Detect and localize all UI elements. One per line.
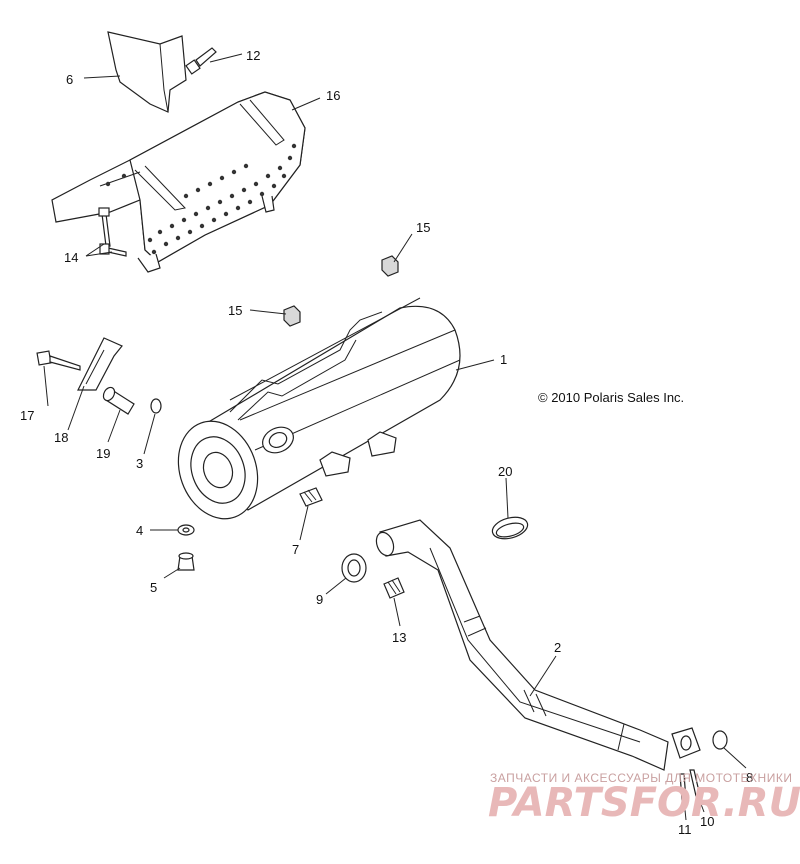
callout-19: 19: [96, 446, 110, 461]
callout-7: 7: [292, 542, 299, 557]
callout-17: 17: [20, 408, 34, 423]
bolt-part-14: [98, 207, 127, 257]
leader-lines: [43, 53, 747, 821]
leader-1: [455, 359, 495, 371]
leader-19: [107, 409, 121, 443]
callout-12: 12: [246, 48, 260, 63]
copyright-notice: © 2010 Polaris Sales Inc.: [538, 390, 684, 405]
callout-8: 8: [746, 770, 753, 785]
leader-13: [393, 597, 401, 627]
callout-2: 2: [554, 640, 561, 655]
spacer-part-19: [102, 386, 135, 415]
watermark: ЗАПЧАСТИ И АКСЕССУАРЫ ДЛЯ МОТОТЕХНИКИ PA…: [488, 771, 800, 826]
callout-4: 4: [136, 523, 143, 538]
bolt-part-17: [36, 350, 81, 371]
stud-part-10: [689, 769, 701, 797]
watermark-tagline: ЗАПЧАСТИ И АКСЕССУАРЫ ДЛЯ МОТОТЕХНИКИ: [490, 771, 792, 785]
callout-11: 11: [678, 822, 692, 837]
clamp-part-20: [491, 516, 529, 540]
spring-part-13: [383, 577, 405, 599]
callout-labels: 1 2 3 4 5 6 7 8 9 10 11 12 13 14 15 15 1…: [20, 48, 753, 837]
leader-10: [697, 795, 705, 813]
grommet-part-5: [177, 552, 195, 571]
clip-part-15-upper: [381, 255, 399, 277]
callout-14: 14: [64, 250, 78, 265]
callout-13: 13: [392, 630, 406, 645]
callout-15-upper: 15: [416, 220, 430, 235]
leader-8: [723, 747, 747, 769]
leader-15a: [393, 233, 413, 263]
ring-part-8: [712, 730, 728, 750]
leader-16: [291, 97, 321, 111]
watermark-logo: PARTSFOR.RU: [488, 780, 800, 826]
stud-part-11: [679, 773, 687, 801]
leader-14b: [85, 251, 113, 257]
callout-3: 3: [136, 456, 143, 471]
heat-shield-perforations: [105, 143, 297, 255]
callout-9: 9: [316, 592, 323, 607]
leader-7: [299, 505, 309, 541]
leader-15b: [249, 309, 287, 315]
leader-5: [163, 567, 181, 579]
leader-11: [683, 799, 687, 821]
callout-1: 1: [500, 352, 507, 367]
callout-6: 6: [66, 72, 73, 87]
heat-shield-part-16: [51, 91, 306, 273]
leader-3: [143, 413, 156, 455]
callout-5: 5: [150, 580, 157, 595]
leader-12: [209, 53, 243, 63]
callout-10: 10: [700, 814, 714, 829]
callout-20: 20: [498, 464, 512, 479]
head-pipe-part-2: [375, 519, 701, 771]
heat-shield-bracket-part-6: [107, 31, 187, 113]
washer-part-4: [177, 524, 195, 536]
leader-2: [529, 655, 557, 697]
clip-part-15-lower: [283, 305, 301, 327]
leader-20: [505, 477, 509, 519]
leader-18: [67, 385, 85, 431]
leader-9: [325, 577, 347, 595]
bracket-part-18: [77, 337, 123, 391]
callout-15-lower: 15: [228, 303, 242, 318]
spring-part-7: [299, 487, 323, 507]
leader-6: [83, 75, 121, 79]
callout-18: 18: [54, 430, 68, 445]
callout-16: 16: [326, 88, 340, 103]
ring-part-3: [150, 398, 162, 414]
screw-part-12: [185, 47, 217, 75]
gasket-part-9: [341, 553, 367, 583]
muffler-part-1: [177, 297, 461, 520]
leader-14a: [85, 243, 105, 257]
leader-17: [43, 365, 49, 407]
